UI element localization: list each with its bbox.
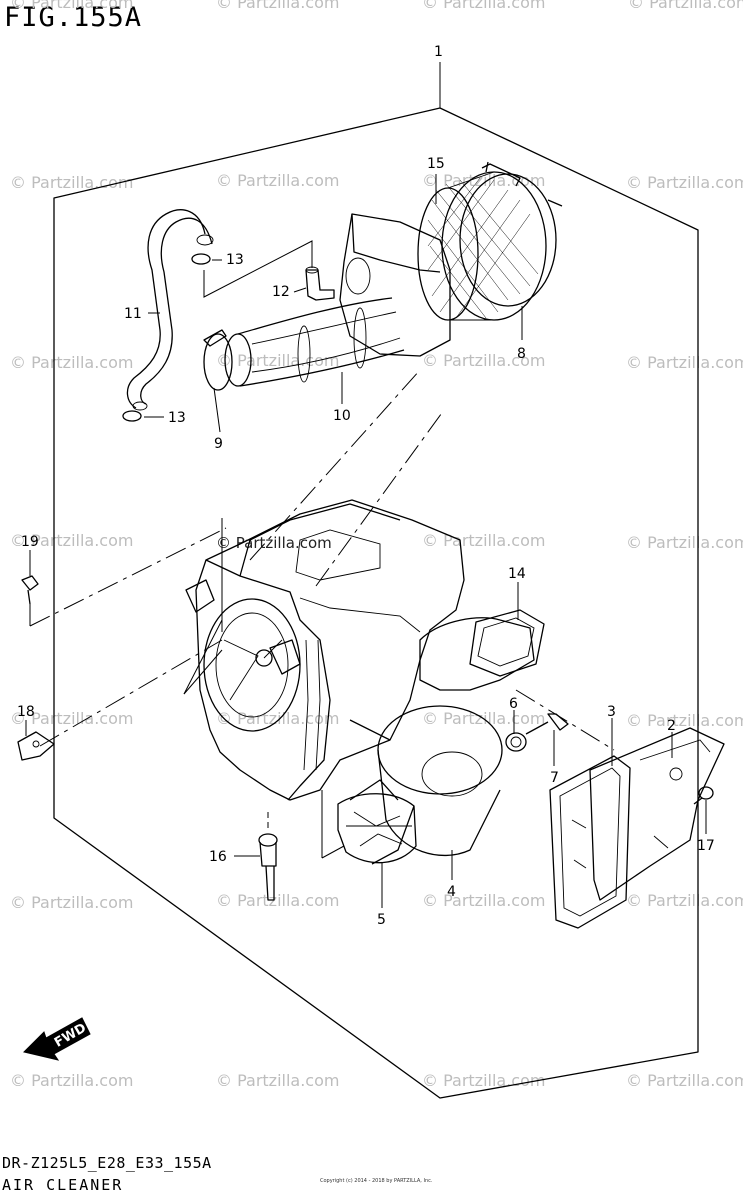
watermark: © Partzilla.com — [422, 1071, 545, 1090]
callout-14: 14 — [508, 566, 526, 582]
section-name: AIR CLEANER — [2, 1176, 124, 1194]
callout-5: 5 — [377, 912, 386, 928]
watermark: © Partzilla.com — [626, 533, 743, 552]
watermark-center: © Partzilla.com — [216, 534, 332, 552]
callout-6: 6 — [509, 696, 518, 712]
callout-2: 2 — [667, 718, 676, 734]
watermark: © Partzilla.com — [626, 711, 743, 730]
watermark: © Partzilla.com — [10, 0, 133, 12]
watermark: © Partzilla.com — [216, 171, 339, 190]
intake-tube-10-drawing — [203, 297, 405, 391]
bolt-19-drawing — [21, 575, 39, 605]
copyright-note: Copyright (c) 2014 - 2018 by PARTZILLA, … — [320, 1178, 433, 1184]
callout-labels: 1 2 3 4 5 6 7 8 9 10 11 12 13 13 14 15 1… — [17, 44, 715, 928]
watermark: © Partzilla.com — [10, 173, 133, 192]
cover-2-drawing — [589, 727, 725, 901]
watermark: © Partzilla.com — [626, 891, 743, 910]
watermark: © Partzilla.com — [216, 351, 339, 370]
callout-15: 15 — [427, 156, 445, 172]
holder-5-drawing — [337, 779, 417, 865]
hose-11-drawing — [126, 209, 214, 411]
clamp-18-drawing — [17, 731, 55, 761]
watermark: © Partzilla.com — [10, 353, 133, 372]
watermark: © Partzilla.com — [422, 0, 545, 12]
guide-lines — [29, 369, 615, 859]
model-code: DR-Z125L5_E28_E33_155A — [2, 1154, 212, 1172]
fitting-12-drawing — [305, 266, 335, 301]
nut-6-drawing — [505, 732, 527, 752]
watermark: © Partzilla.com — [422, 531, 545, 550]
callout-16: 16 — [209, 849, 227, 865]
figure-title: FIG.155A — [4, 2, 143, 33]
fwd-arrow-icon: FWD — [23, 1017, 91, 1061]
assembly-outline — [53, 107, 699, 1099]
callout-19: 19 — [21, 534, 39, 550]
callout-7: 7 — [550, 770, 559, 786]
element-4-drawing — [377, 705, 503, 857]
box-snorkel-drawing — [339, 213, 451, 357]
watermark: © Partzilla.com — [10, 531, 133, 550]
callout-17: 17 — [697, 838, 715, 854]
callout-8: 8 — [517, 346, 526, 362]
callout-13-lower: 13 — [168, 410, 186, 426]
seal-3-drawing — [549, 755, 631, 929]
bolt-7-drawing — [525, 713, 569, 735]
callout-18: 18 — [17, 704, 35, 720]
callout-10: 10 — [333, 408, 351, 424]
leader-lines — [25, 62, 707, 908]
callout-13-upper: 13 — [226, 252, 244, 268]
watermark: © Partzilla.com — [10, 709, 133, 728]
joint-14-drawing — [419, 609, 545, 691]
watermark: © Partzilla.com — [216, 891, 339, 910]
watermark: © Partzilla.com — [422, 891, 545, 910]
watermark: © Partzilla.com — [10, 893, 133, 912]
callout-12: 12 — [272, 284, 290, 300]
clip-13-drawing — [122, 253, 211, 422]
watermark: © Partzilla.com — [626, 353, 743, 372]
band-8-drawing — [459, 161, 563, 307]
callout-11: 11 — [124, 306, 142, 322]
bracket-line — [203, 240, 313, 298]
callout-4: 4 — [447, 884, 456, 900]
watermark: © Partzilla.com — [628, 0, 743, 12]
watermark: © Partzilla.com — [10, 1071, 133, 1090]
watermark: © Partzilla.com — [216, 709, 339, 728]
screen-15-drawing — [417, 171, 547, 321]
callout-9: 9 — [214, 436, 223, 452]
watermark: © Partzilla.com — [216, 0, 339, 12]
plug-16-drawing — [258, 833, 278, 901]
callout-3: 3 — [607, 704, 616, 720]
airbox-housing-drawing — [185, 499, 465, 801]
watermark: © Partzilla.com — [216, 1071, 339, 1090]
watermark: © Partzilla.com — [626, 1071, 743, 1090]
watermark: © Partzilla.com — [626, 173, 743, 192]
watermark: © Partzilla.com — [422, 351, 545, 370]
callout-1: 1 — [434, 44, 443, 60]
screw-17-drawing — [693, 786, 714, 805]
